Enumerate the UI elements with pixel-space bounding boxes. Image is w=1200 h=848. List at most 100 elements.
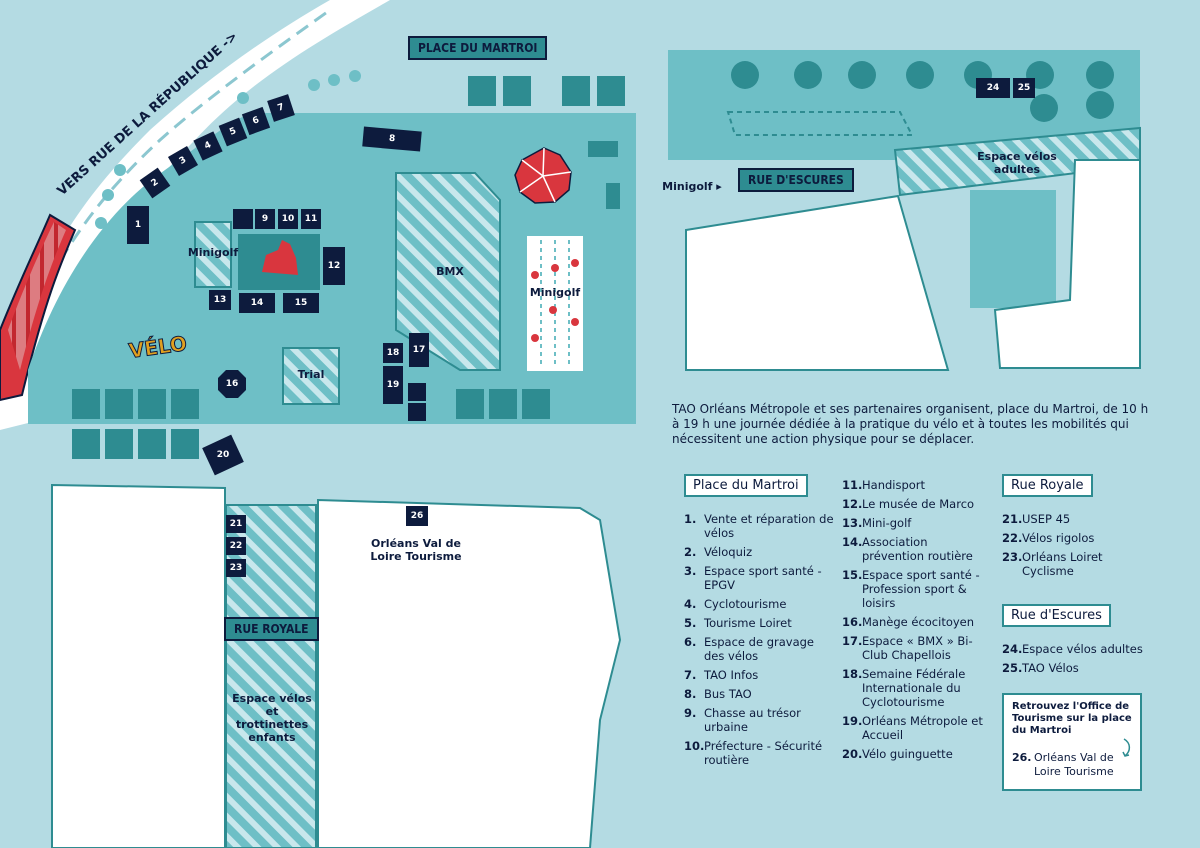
building-escures xyxy=(685,194,950,371)
office-entry: 26. Orléans Val de Loire Tourisme xyxy=(1012,751,1132,779)
legend-item-number: 17. xyxy=(842,634,863,648)
legend-item-label: Vente et réparation de vélos xyxy=(704,512,834,540)
stand-14[interactable]: 14 xyxy=(239,293,275,313)
sign-place-martroi: PLACE DU MARTROI xyxy=(408,36,548,60)
label-minigolf-right: Minigolf xyxy=(529,286,581,299)
bmx-track xyxy=(395,172,501,371)
legend-item: 2.Véloquiz xyxy=(684,545,834,559)
legend-item-number: 3. xyxy=(684,564,697,578)
stand-13[interactable]: 13 xyxy=(209,290,231,310)
legend-heading-martroi: Place du Martroi xyxy=(684,474,808,497)
legend-item: 9. Chasse au trésor urbaine xyxy=(684,706,834,734)
legend-item-number: 9. xyxy=(684,706,697,720)
legend-item-number: 19. xyxy=(842,714,863,728)
legend-item-number: 8. xyxy=(684,687,697,701)
escures-side-zone xyxy=(970,190,1056,308)
stand-17[interactable]: 17 xyxy=(409,333,429,367)
legend-heading-escures: Rue d'Escures xyxy=(1002,604,1111,627)
legend-item-label: Association prévention routière xyxy=(862,535,973,563)
legend-item-number: 18. xyxy=(842,667,863,681)
building-escures-right xyxy=(993,159,1141,369)
legend-item-number: 24. xyxy=(1002,642,1023,656)
stand-22[interactable]: 22 xyxy=(226,537,246,555)
label-minigolf-arrow[interactable]: Minigolf ▸ xyxy=(662,180,722,193)
legend-item-number: 23. xyxy=(1002,550,1023,564)
stand-10[interactable]: 10 xyxy=(278,209,298,229)
stand-16[interactable]: 16 xyxy=(225,379,239,389)
legend-heading-royale: Rue Royale xyxy=(1002,474,1093,497)
stand-25[interactable]: 25 xyxy=(1013,78,1035,98)
curved-arrow-icon xyxy=(1122,738,1131,757)
legend-item: 11.Handisport xyxy=(842,478,987,492)
legend-item-label: TAO Vélos xyxy=(1022,661,1079,675)
stand-23[interactable]: 23 xyxy=(226,559,246,577)
legend-item-label: Orléans Métropole et Accueil xyxy=(862,714,983,742)
stand-9[interactable]: 9 xyxy=(255,209,275,229)
office-label: Orléans Val de Loire Tourisme xyxy=(1034,751,1114,778)
legend-item-label: USEP 45 xyxy=(1022,512,1071,526)
stand-18[interactable]: 18 xyxy=(383,343,403,363)
legend-item: 10.Préfecture - Sécurité routière xyxy=(684,739,834,767)
legend-item: 20.Vélo guinguette xyxy=(842,747,987,761)
legend-item-number: 5. xyxy=(684,616,697,630)
stand-16-shape xyxy=(218,370,246,398)
teal-stalls xyxy=(72,76,625,459)
legend-item-label: Semaine Fédérale Internationale du Cyclo… xyxy=(862,667,966,709)
legend-item: 22.Vélos rigolos xyxy=(1002,531,1152,545)
legend-item-label: Chasse au trésor urbaine xyxy=(704,706,801,734)
tram-windows xyxy=(8,222,66,370)
legend-item: 4.Cyclotourisme xyxy=(684,597,834,611)
legend-item-number: 15. xyxy=(842,568,863,582)
legend-item-number: 6. xyxy=(684,635,697,649)
legend-item-label: Espace de gravage des vélos xyxy=(704,635,814,663)
label-trial: Trial xyxy=(297,368,325,381)
legend-item: 21.USEP 45 xyxy=(1002,512,1152,526)
stand-1[interactable]: 1 xyxy=(127,206,149,244)
decorative-dots xyxy=(64,70,361,336)
legend-item-label: Cyclotourisme xyxy=(704,597,787,611)
legend-item-number: 14. xyxy=(842,535,863,549)
stand-24[interactable]: 24 xyxy=(976,78,1010,98)
legend-item-label: Mini-golf xyxy=(862,516,912,530)
legend-item-label: Vélos rigolos xyxy=(1022,531,1095,545)
stand-12[interactable]: 12 xyxy=(323,247,345,285)
escures-path xyxy=(726,111,914,136)
stand-extra xyxy=(233,209,253,229)
legend-item-number: 10. xyxy=(684,739,705,753)
label-espace-enfants: Espace vélos et trottinettes enfants xyxy=(232,692,312,744)
minigolf-markers xyxy=(531,259,579,342)
trees xyxy=(731,61,1114,122)
stand-21[interactable]: 21 xyxy=(226,515,246,533)
legend-item: 25.TAO Vélos xyxy=(1002,661,1152,675)
legend-item-label: Vélo guinguette xyxy=(862,747,953,761)
legend-item-label: Espace sport santé - EPGV xyxy=(704,564,822,592)
legend-item: 12.Le musée de Marco xyxy=(842,497,987,511)
office-tourisme-box: Retrouvez l'Office de Tourisme sur la pl… xyxy=(1002,693,1142,791)
legend-royale-list: 21.USEP 45 22.Vélos rigolos 23.Orléans Loi… xyxy=(1002,512,1152,583)
legend-item-label: Véloquiz xyxy=(704,545,753,559)
building-tourisme xyxy=(317,498,622,848)
stand-15[interactable]: 15 xyxy=(283,293,319,313)
stand-11[interactable]: 11 xyxy=(301,209,321,229)
espace-enfants-zone xyxy=(225,504,317,848)
legend-item-number: 13. xyxy=(842,516,863,530)
stand-26[interactable]: 26 xyxy=(406,506,428,526)
legend-item: 18.Semaine Fédérale Internationale du Cy… xyxy=(842,667,987,709)
legend-item-number: 12. xyxy=(842,497,863,511)
statue-icon xyxy=(262,240,298,275)
legend-item-number: 25. xyxy=(1002,661,1023,675)
stand-20-shape xyxy=(202,434,244,476)
legend-item: 8.Bus TAO xyxy=(684,687,834,701)
legend-item-number: 20. xyxy=(842,747,863,761)
office-note: Retrouvez l'Office de Tourisme sur la pl… xyxy=(1012,701,1132,736)
label-espace-adultes: Espace vélos adultes xyxy=(977,150,1057,176)
legend-item-number: 21. xyxy=(1002,512,1023,526)
stand-20[interactable]: 20 xyxy=(216,450,230,460)
escures-area xyxy=(668,50,1140,160)
stand-19[interactable]: 19 xyxy=(383,366,403,404)
building-left xyxy=(51,483,226,848)
legend-item: 6. Espace de gravage des vélos xyxy=(684,635,834,663)
legend-item: 23.Orléans Loiret Cyclisme xyxy=(1002,550,1152,578)
